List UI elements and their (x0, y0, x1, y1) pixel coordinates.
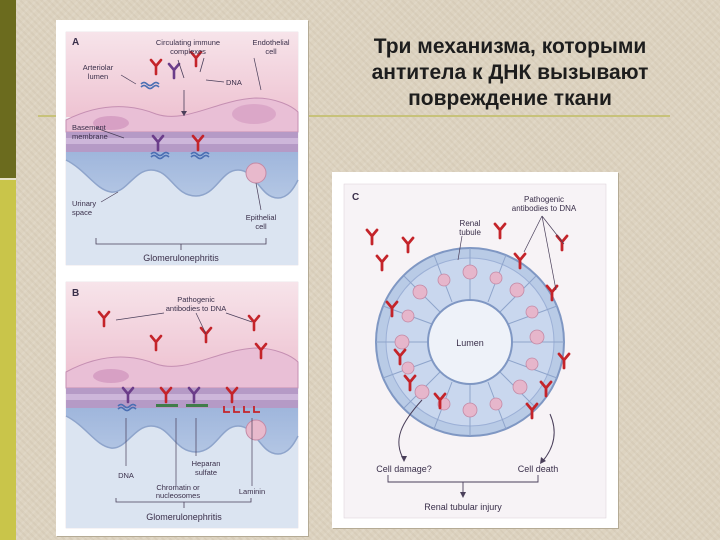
label-dna: DNA (226, 78, 242, 87)
label-c-cell-death: Cell death (518, 464, 559, 474)
label-lumen: lumen (88, 72, 108, 81)
label-b-heparan: Heparan (192, 459, 221, 468)
renal-tubule-ring (375, 247, 565, 437)
label-c-pathogenic: Pathogenic (524, 195, 564, 204)
label-endothelial-cell: cell (265, 47, 277, 56)
label-space: space (72, 208, 92, 217)
panel-c-drawing: C Renal tubule Pathogenic antibodies to … (343, 183, 607, 519)
figure-panel-c: C Renal tubule Pathogenic antibodies to … (332, 172, 618, 528)
label-urinary: Urinary (72, 199, 96, 208)
label-endothelial: Endothelial (252, 38, 289, 47)
label-c-tubule: tubule (459, 228, 481, 237)
label-b-nucleosomes: nucleosomes (156, 491, 200, 500)
label-membrane: membrane (72, 132, 108, 141)
label-b-chromatin: Chromatin or (156, 483, 200, 492)
label-b-pathogenic: Pathogenic (177, 295, 215, 304)
slide-title: Три механизма, которыми антитела к ДНК в… (340, 34, 680, 112)
title-underline (38, 115, 670, 117)
panel-c-letter: C (352, 192, 359, 203)
label-epithelial-cell: cell (255, 222, 267, 231)
slide-title-line-2: антитела к ДНК вызывают (371, 61, 649, 84)
panel-a: A Circulating immune complexes Endotheli… (65, 31, 299, 266)
panel-c-caption: Renal tubular injury (424, 502, 502, 512)
panel-b: B Pathogenic antibodies to DNA DNA Hepar… (65, 281, 299, 529)
label-b-dna: DNA (118, 471, 134, 480)
panel-b-caption: Glomerulonephritis (146, 512, 222, 522)
label-circulating-immune: Circulating immune (156, 38, 220, 47)
label-c-lumen: Lumen (456, 338, 484, 348)
figure-panels-a-b: A Circulating immune complexes Endotheli… (56, 20, 308, 536)
label-c-antibodies: antibodies to DNA (512, 204, 577, 213)
label-arteriolar: Arteriolar (83, 63, 114, 72)
label-b-laminin: Laminin (239, 487, 265, 496)
label-epithelial: Epithelial (246, 213, 277, 222)
label-b-sulfate: sulfate (195, 468, 217, 477)
left-accent-bar-top (0, 0, 16, 180)
panel-b-letter: B (72, 288, 79, 299)
label-c-cell-damage: Cell damage? (376, 464, 432, 474)
panels-a-b-drawing: A Circulating immune complexes Endotheli… (65, 31, 299, 529)
panel-a-caption: Glomerulonephritis (143, 253, 219, 263)
left-accent-bar-bottom (0, 180, 16, 540)
panel-a-letter: A (72, 37, 79, 48)
label-basement: Basement (72, 123, 107, 132)
label-complexes: complexes (170, 47, 206, 56)
slide-title-line-1: Три механизма, которыми (373, 35, 647, 58)
label-c-renal: Renal (460, 219, 481, 228)
label-b-antibodies: antibodies to DNA (166, 304, 226, 313)
slide-title-line-3: повреждение ткани (408, 87, 612, 110)
